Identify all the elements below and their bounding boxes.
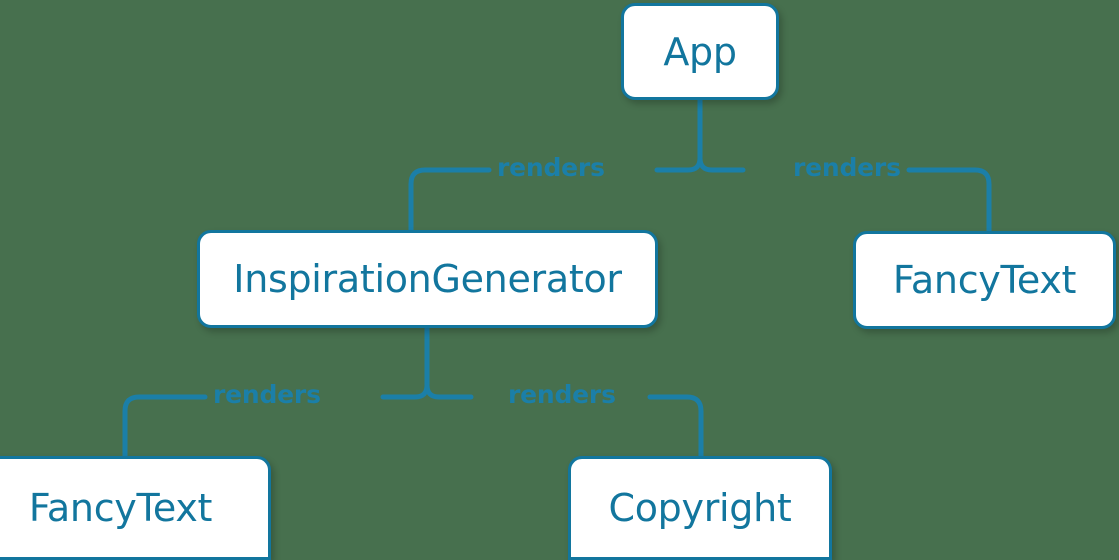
edge-label-inspirationgenerator-to-copyright: renders [508,380,616,409]
node-fancytext-left[interactable]: FancyText [0,456,271,560]
node-inspirationgenerator-label: InspirationGenerator [233,257,622,301]
edge-label-app-to-inspirationgenerator: renders [497,153,605,182]
edge-label-app-to-fancytext-right: renders [793,153,901,182]
edge-inspirationgenerator-to-fancytext-left [122,394,208,459]
node-copyright[interactable]: Copyright [568,456,832,560]
node-app-label: App [663,29,737,74]
edge-app-to-fancytext-right [906,167,992,234]
edge-app-stem-right [697,155,746,173]
edge-inspirationgenerator-stem [380,325,430,400]
edge-app-stem [654,97,703,173]
node-app[interactable]: App [621,3,779,100]
edge-inspirationgenerator-stem-right [424,382,474,400]
edge-inspirationgenerator-to-copyright [647,394,704,459]
node-copyright-label: Copyright [608,486,792,530]
node-fancytext-left-label: FancyText [28,486,213,530]
node-fancytext-right-label: FancyText [892,258,1077,302]
edge-label-inspirationgenerator-to-fancytext-left: renders [213,380,321,409]
node-fancytext-right[interactable]: FancyText [853,231,1116,329]
edge-app-to-inspirationgenerator [408,167,492,233]
node-inspirationgenerator[interactable]: InspirationGenerator [197,230,658,328]
